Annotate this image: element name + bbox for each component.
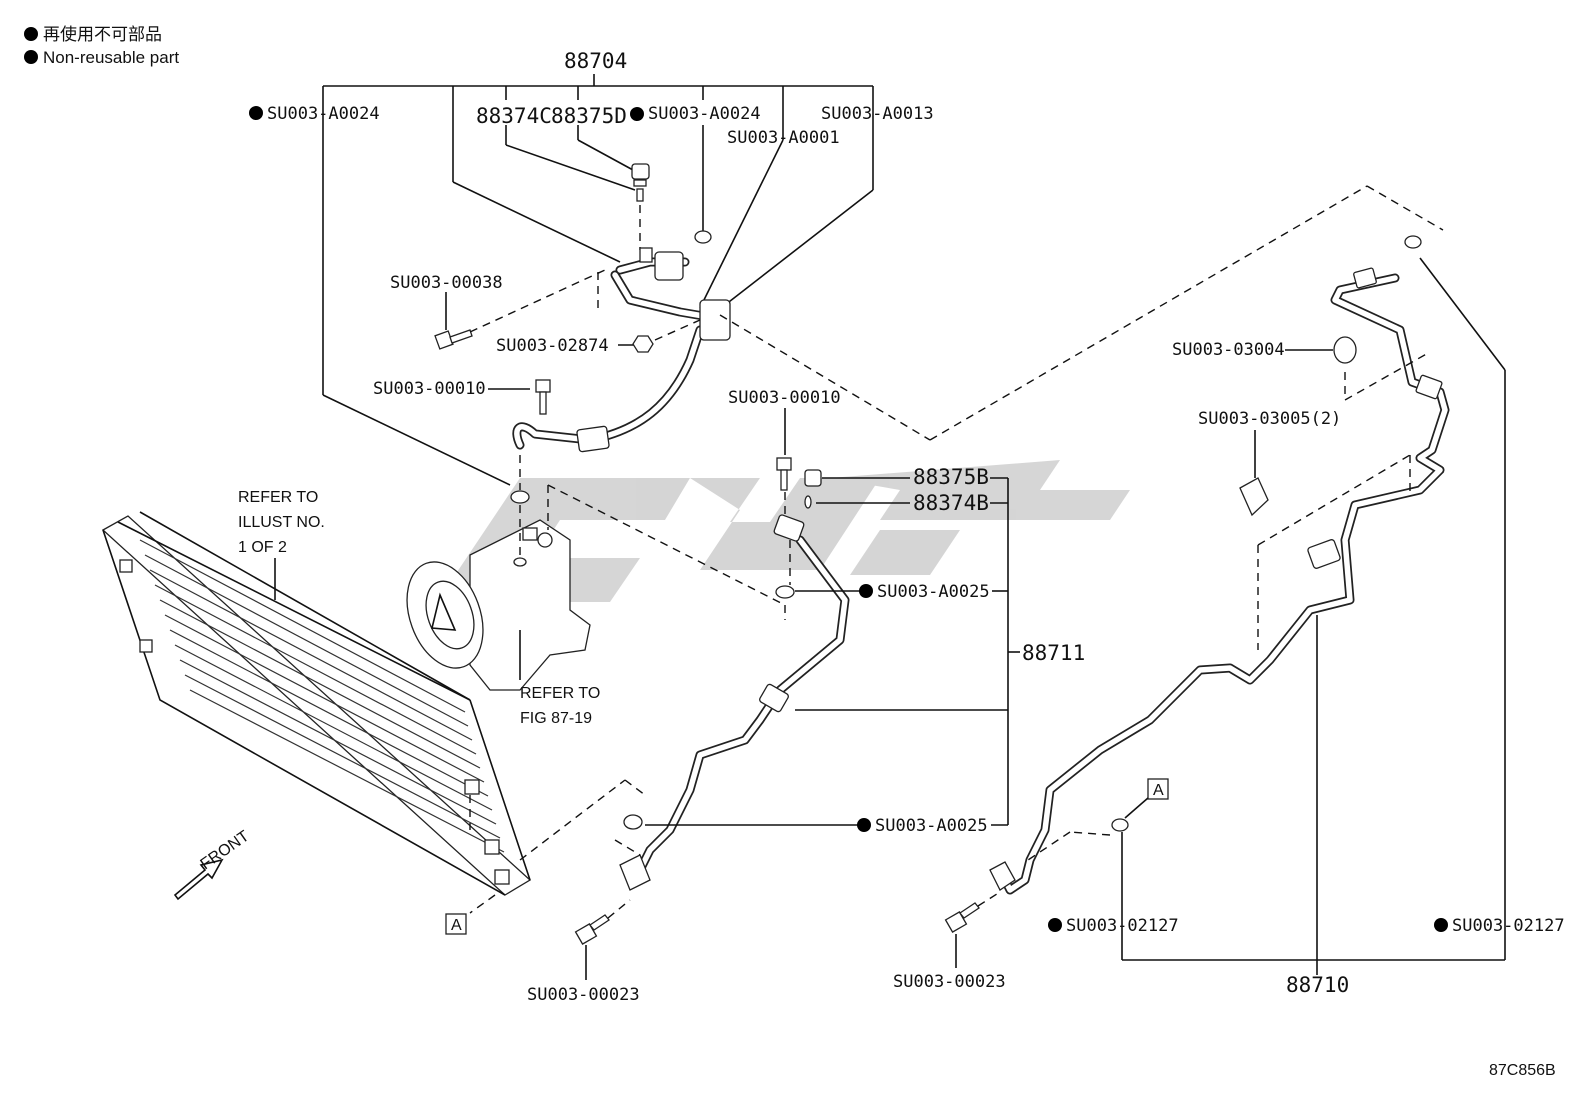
o-ring-upper-right <box>1404 235 1422 249</box>
grommet-03004 <box>1333 336 1357 364</box>
clip-03005 <box>1239 477 1269 517</box>
front-arrow-icon <box>173 858 224 901</box>
refer-illust-line-3: 1 OF 2 <box>238 539 287 556</box>
label-su003-00038: SU003-00038 <box>390 273 503 293</box>
ref-a-left: A <box>451 917 462 934</box>
non-reusable-dot-icon <box>249 106 263 120</box>
non-reusable-dot-icon <box>1434 918 1448 932</box>
pipe-88710 <box>989 267 1450 895</box>
bracket-88710: 88710 <box>1122 615 1505 997</box>
label-su003-a0025-bot: SU003-A0025 <box>875 816 988 836</box>
pipe-88704 <box>512 247 731 453</box>
condenser <box>101 511 532 896</box>
label-su003-00010-right: SU003-00010 <box>728 388 841 408</box>
label-su003-a0001: SU003-A0001 <box>727 128 840 148</box>
bolt-00010-left <box>535 379 551 415</box>
label-su003-00023-left: SU003-00023 <box>527 985 640 1005</box>
non-reusable-dot-icon <box>630 107 644 121</box>
legend: 再使用不可部品 Non-reusable part <box>24 24 179 67</box>
label-su003-a0013: SU003-A0013 <box>821 104 934 124</box>
part-88374c-label: 88374C <box>476 104 552 128</box>
legend-line-1: 再使用不可部品 <box>43 24 162 44</box>
hose-88711 <box>619 514 850 891</box>
part-88710-label: 88710 <box>1286 973 1349 997</box>
cap-88375d <box>631 163 650 187</box>
ref-a-box-left <box>445 913 467 935</box>
part-88704-label: 88704 <box>564 49 627 73</box>
ref-a-box-right <box>1147 778 1169 800</box>
label-su003-00023-right: SU003-00023 <box>893 972 1006 992</box>
non-reusable-dot-icon <box>1048 918 1062 932</box>
valve-core-88374b <box>804 495 812 509</box>
bracket-88704: 88704 <box>322 49 874 486</box>
compressor <box>406 519 591 691</box>
front-label: FRONT <box>198 828 253 874</box>
part-88375b-label: 88375B <box>913 465 989 489</box>
ref-a-right: A <box>1153 782 1164 799</box>
bolt-00038 <box>434 329 473 350</box>
o-ring-compressor <box>510 490 530 504</box>
bracket-88711: 88375B 88374B SU003-A0025 88711 SU003-A0… <box>645 465 1085 836</box>
nut-02874 <box>632 335 654 353</box>
refer-illust-line-1: REFER TO <box>238 489 318 506</box>
bolt-00010-right <box>776 457 792 491</box>
label-su003-03005: SU003-03005(2) <box>1198 409 1341 429</box>
refer-fig-line-2: FIG 87-19 <box>520 710 592 727</box>
label-su003-02127-left: SU003-02127 <box>1066 916 1179 936</box>
legend-line-2: Non-reusable part <box>43 48 179 67</box>
legend-bullet-icon <box>24 50 38 64</box>
label-su003-03004: SU003-03004 <box>1172 340 1285 360</box>
part-88375d-label: 88375D <box>551 104 627 128</box>
cap-88375b <box>804 469 822 487</box>
part-88711-label: 88711 <box>1022 641 1085 665</box>
figure-code: 87C856B <box>1489 1062 1556 1079</box>
refer-fig-line-1: REFER TO <box>520 685 600 702</box>
valve-core-88374c <box>636 188 644 202</box>
o-ring-a0025-top <box>775 585 795 599</box>
non-reusable-dot-icon <box>857 818 871 832</box>
o-ring-02127 <box>1111 818 1129 832</box>
label-su003-a0025-top: SU003-A0025 <box>877 582 990 602</box>
label-su003-00010-left: SU003-00010 <box>373 379 486 399</box>
label-su003-02874: SU003-02874 <box>496 336 609 356</box>
label-su003-a0024-left: SU003-A0024 <box>267 104 380 124</box>
o-ring-upper <box>694 230 712 244</box>
o-ring-a0025-bot <box>623 814 643 830</box>
label-su003-a0024-mid: SU003-A0024 <box>648 104 761 124</box>
bolt-00023-left <box>574 914 610 945</box>
part-88374b-label: 88374B <box>913 491 989 515</box>
legend-bullet-icon <box>24 27 38 41</box>
label-su003-02127-right: SU003-02127 <box>1452 916 1565 936</box>
refer-illust-line-2: ILLUST NO. <box>238 514 325 531</box>
bolt-00023-right <box>944 902 980 933</box>
non-reusable-dot-icon <box>859 584 873 598</box>
